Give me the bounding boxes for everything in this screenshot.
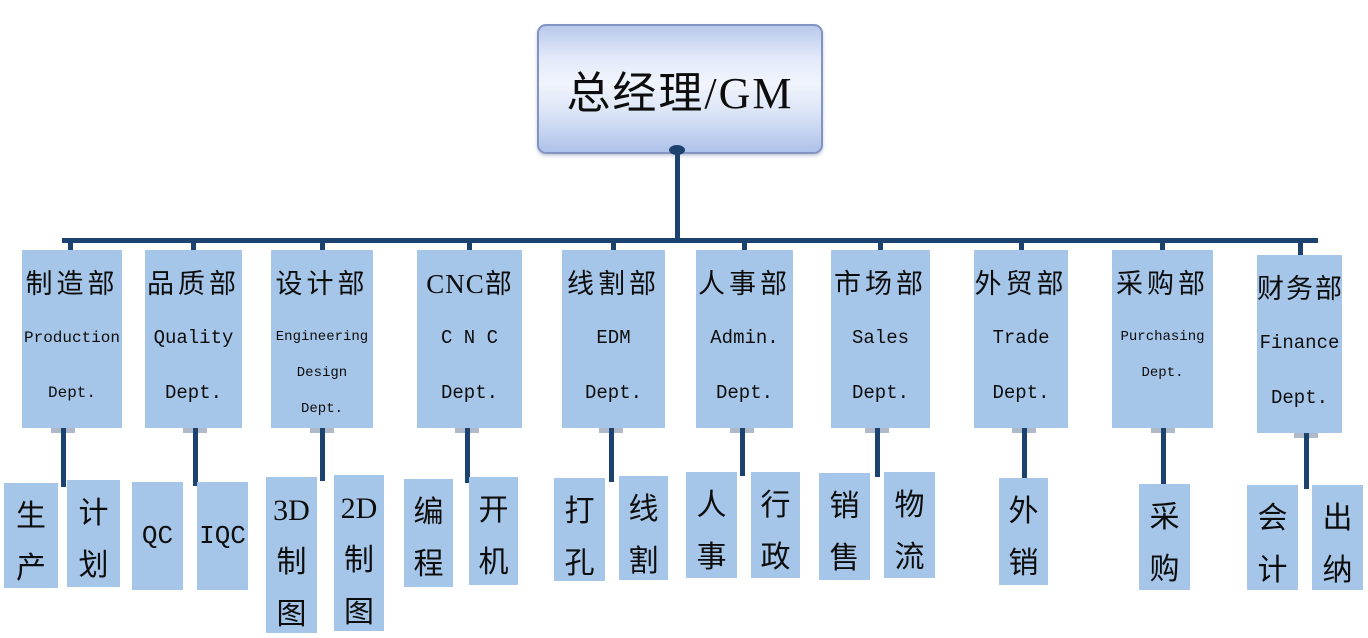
unit-box-drilling: 打孔: [554, 478, 605, 581]
unit-box-cashier: 出纳: [1312, 485, 1363, 590]
unit-box-wire-cutting: 线割: [619, 476, 668, 580]
connector-down-sales: [875, 428, 880, 477]
dept-name-cn: 财务部: [1257, 274, 1344, 304]
unit-box-administration: 行政: [751, 472, 800, 578]
connector-down-quality: [193, 428, 198, 486]
dept-name-cn: 人事部: [698, 269, 791, 299]
unit-box-planning: 计划: [67, 480, 120, 587]
connector-stub-cnc: [467, 241, 472, 255]
dept-name-cn: 制造部: [25, 269, 119, 299]
gm-box: 总经理/GM: [537, 24, 823, 154]
unit-box-machine-operation: 开机: [469, 477, 518, 585]
connector-stub-admin: [742, 241, 747, 255]
connector-down-purchasing: [1161, 428, 1166, 488]
connector-stub-quality: [191, 241, 196, 255]
connector-stub-trade: [1019, 241, 1024, 255]
unit-box-hr: 人事: [686, 472, 737, 578]
dept-name-cn: 线割部: [567, 269, 660, 299]
unit-box-logistics: 物流: [884, 472, 935, 578]
connector-down-edm: [609, 428, 614, 482]
connector-down-production: [61, 428, 66, 487]
connector-down-trade: [1022, 428, 1027, 482]
connector-down-admin: [740, 428, 745, 476]
unit-box-iqc: IQC: [197, 482, 248, 590]
gm-label: 总经理/GM: [566, 69, 794, 118]
dept-name-cn: 品质部: [147, 269, 240, 299]
unit-box-accounting: 会计: [1247, 485, 1298, 590]
dept-box-admin: 人事部 Admin.Dept.: [696, 250, 793, 428]
unit-box-qc: QC: [132, 482, 183, 590]
dept-name-cn: 设计部: [275, 269, 369, 299]
connector-down-cnc: [465, 428, 470, 483]
connector-bus: [62, 238, 1318, 243]
unit-box-export: 外销: [999, 478, 1048, 585]
dept-name-cn: 市场部: [834, 269, 927, 299]
dept-name-cn: 采购部: [1116, 269, 1209, 299]
connector-stub-design: [320, 241, 325, 255]
connector-stub-production: [68, 241, 73, 255]
connector-down-finance: [1304, 433, 1309, 489]
connector-gm-drop: [675, 150, 680, 240]
connector-stub-purchasing: [1160, 241, 1165, 255]
unit-box-sales: 销售: [819, 473, 870, 580]
connector-down-design: [320, 428, 325, 481]
dept-name-cn: CNC部: [426, 269, 513, 299]
connector-stub-edm: [611, 241, 616, 255]
unit-box-production: 生产: [4, 483, 58, 588]
connector-stub-sales: [878, 241, 883, 255]
unit-box-purchasing: 采购: [1139, 484, 1190, 590]
dept-name-en: Admin.Dept.: [710, 327, 779, 404]
connector-stub-finance: [1298, 241, 1303, 258]
dept-name-cn: 外贸部: [974, 269, 1068, 299]
unit-box-programming: 编程: [404, 479, 453, 587]
